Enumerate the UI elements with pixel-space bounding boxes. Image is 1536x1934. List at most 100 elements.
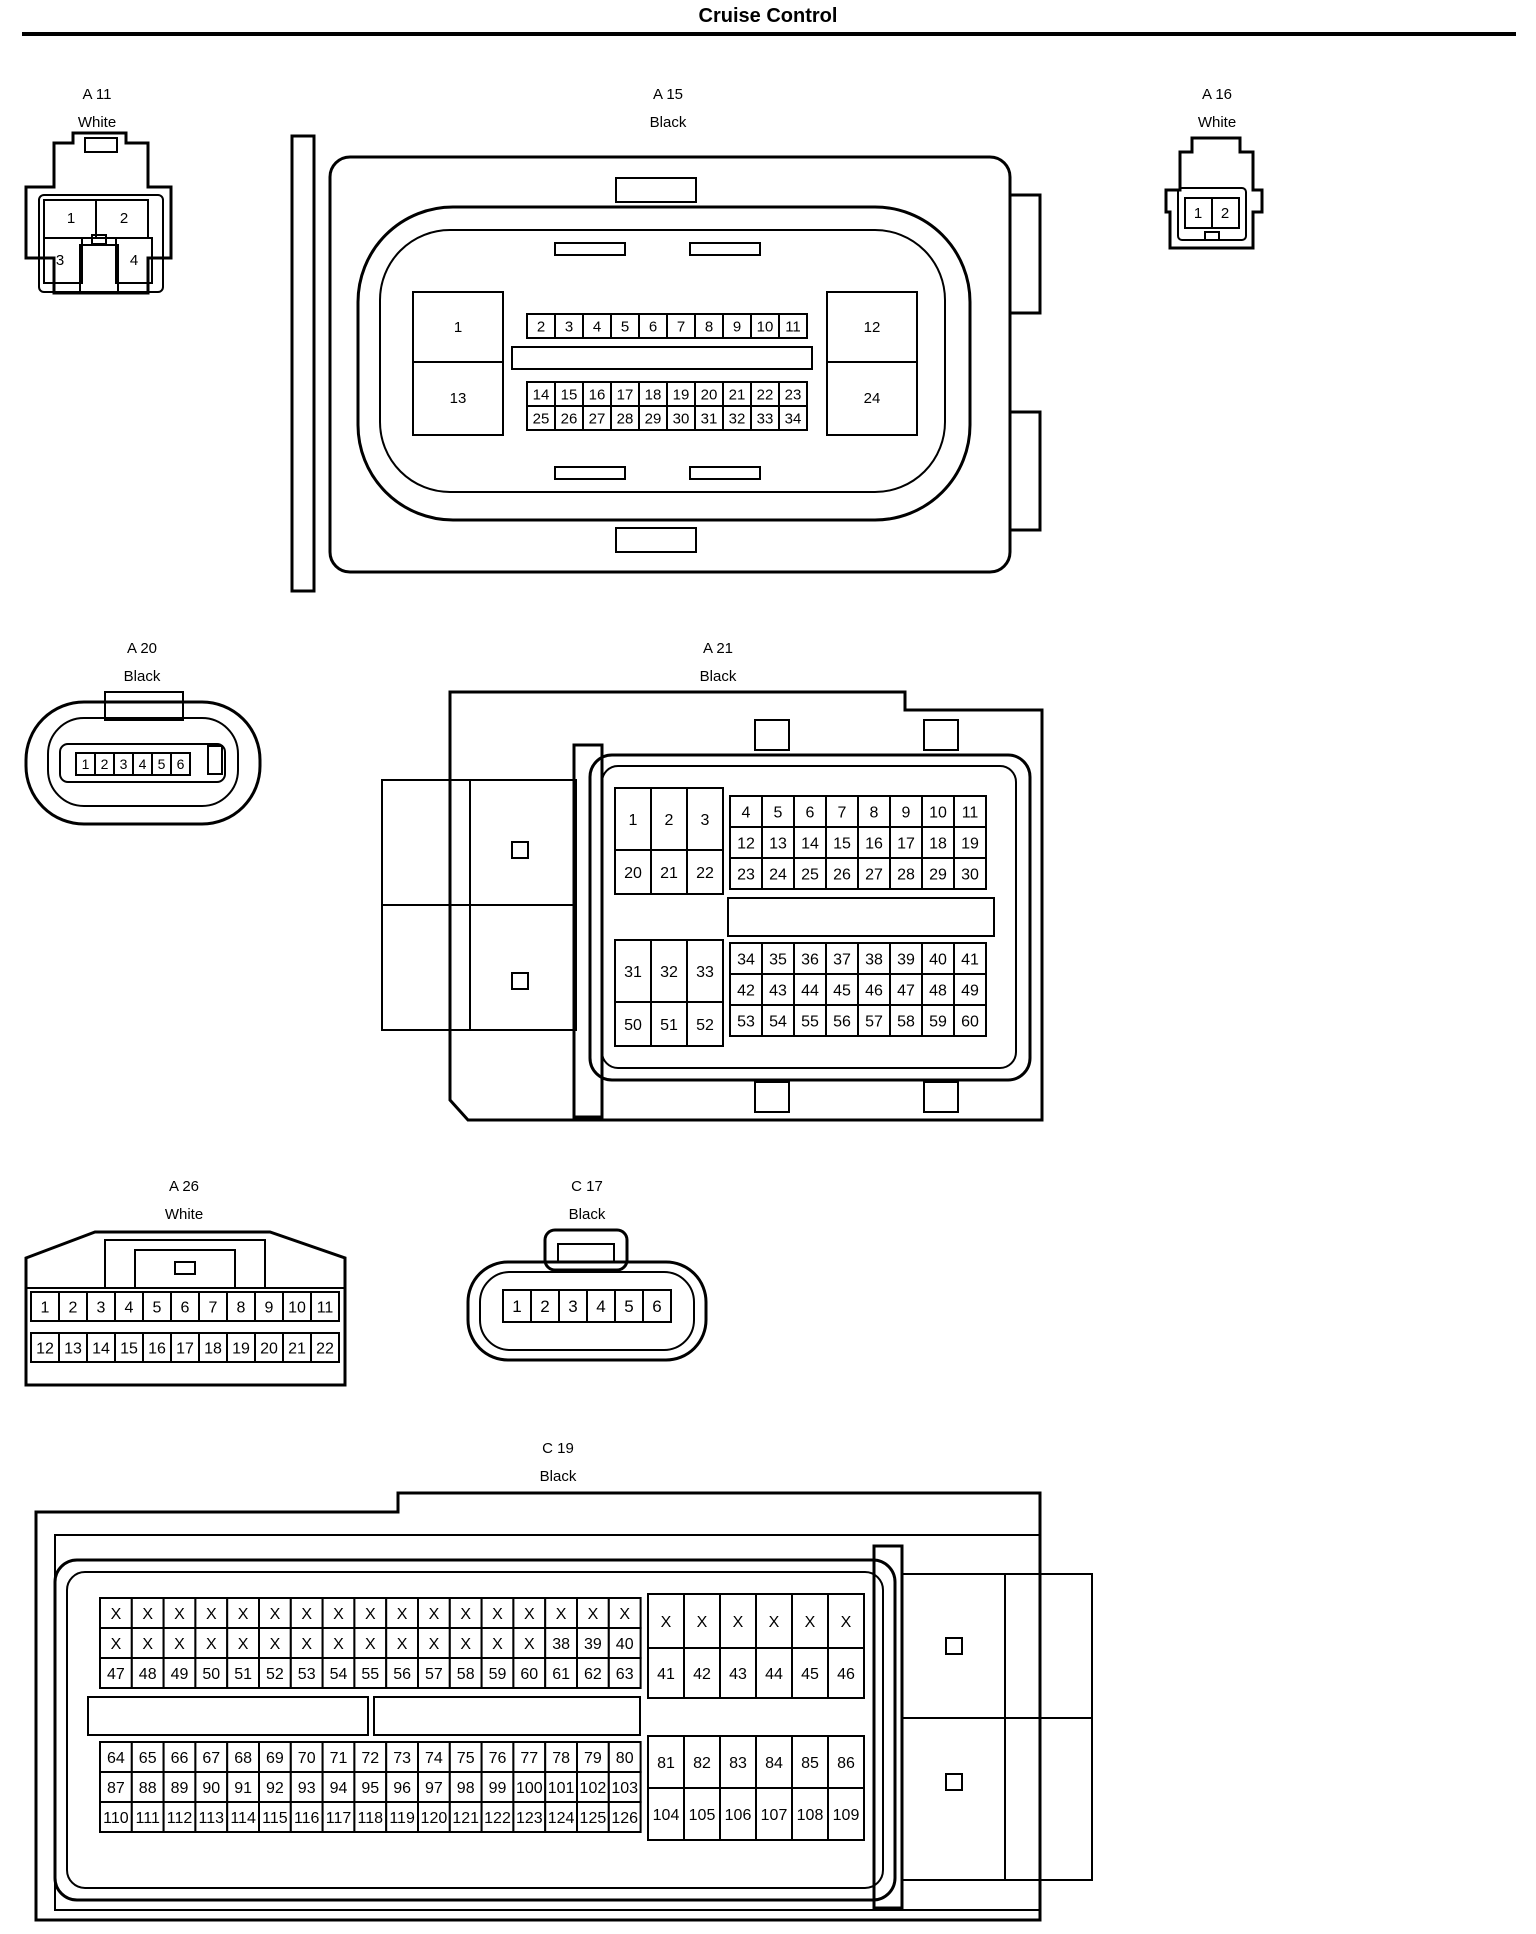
pin-label: 68: [234, 1750, 252, 1767]
pin-label: 50: [202, 1666, 220, 1683]
pin-cell: [791, 1647, 829, 1699]
pin-cell: [142, 1332, 172, 1363]
pin-cell: [647, 1593, 685, 1649]
pin-label: 14: [801, 835, 819, 852]
pin-label: X: [365, 1606, 376, 1623]
pin-label: X: [301, 1606, 312, 1623]
pin-label: X: [270, 1606, 281, 1623]
pin-label: 14: [533, 386, 550, 403]
pin-label: 53: [737, 1013, 755, 1030]
pin-label: 29: [929, 866, 947, 883]
pin-cell: [650, 1001, 688, 1047]
pin-label: 5: [158, 756, 166, 772]
pin-cell: [607, 1627, 642, 1659]
pin-label: 89: [171, 1780, 189, 1797]
pin-cell: [170, 1291, 200, 1322]
pin-label: 56: [833, 1013, 851, 1030]
pin-label: 6: [177, 756, 185, 772]
pin-label: 28: [617, 410, 634, 427]
pin-label: 103: [611, 1780, 638, 1797]
pin-label: X: [238, 1636, 249, 1653]
pin-label: 79: [584, 1750, 602, 1767]
pin-cell: [576, 1657, 610, 1689]
pin-label: 55: [361, 1666, 379, 1683]
pin-label: 86: [837, 1755, 855, 1772]
pin-label: 2: [665, 812, 674, 829]
pin-cell: [614, 787, 652, 851]
pin-label: 43: [729, 1666, 747, 1683]
pin-label: 69: [266, 1750, 284, 1767]
pin-label: 3: [568, 1297, 577, 1316]
pin-label: 8: [237, 1299, 246, 1316]
pin-label: 9: [265, 1299, 274, 1316]
pin-label: 6: [806, 804, 815, 821]
connector-color: Black: [568, 1206, 606, 1223]
pin-cell: [889, 857, 923, 890]
pin-cell: [791, 1787, 829, 1841]
pin-label: 3: [120, 756, 128, 772]
pin-label: 2: [119, 210, 129, 227]
pin-cell: [448, 1597, 483, 1629]
pin-label: 105: [689, 1807, 716, 1824]
pin-label: 55: [801, 1013, 819, 1030]
pin-cell: [650, 849, 688, 895]
pin-cell: [827, 1593, 865, 1649]
pin-cell: [480, 1801, 515, 1833]
pin-cell: [321, 1801, 356, 1833]
pin-label: X: [697, 1614, 708, 1631]
pin-cell: [310, 1291, 340, 1322]
pin-label: 109: [833, 1807, 860, 1824]
pin-label: 30: [961, 866, 979, 883]
pin-label: 122: [484, 1810, 511, 1827]
pin-label: X: [460, 1606, 471, 1623]
pin-cell: [58, 1332, 88, 1363]
pin-label: 54: [769, 1013, 787, 1030]
pin-label: 123: [516, 1810, 543, 1827]
pin-label: X: [142, 1636, 153, 1653]
pin-cell: [729, 857, 763, 890]
pin-cell: [827, 1647, 865, 1699]
pin-label: 83: [729, 1755, 747, 1772]
pin-label: 33: [757, 410, 774, 427]
pin-label: X: [238, 1606, 249, 1623]
pin-cell: [417, 1627, 451, 1659]
pin-label: 28: [897, 866, 915, 883]
pin-cell: [889, 795, 923, 828]
title-rule: [22, 32, 1516, 36]
pin-cell: [793, 795, 827, 828]
pin-cell: [526, 313, 556, 339]
pin-label: X: [524, 1606, 535, 1623]
pin-cell: [953, 1004, 987, 1037]
pin-label: 7: [677, 318, 685, 335]
pin-cell: [162, 1597, 197, 1629]
pin-label: 58: [897, 1013, 915, 1030]
pin-label: 12: [737, 835, 755, 852]
pin-label: 24: [769, 866, 787, 883]
pin-cell: [576, 1801, 610, 1833]
pin-label: X: [206, 1636, 217, 1653]
pin-label: 65: [139, 1750, 157, 1767]
pin-label: 82: [693, 1755, 711, 1772]
pin-label: X: [841, 1614, 852, 1631]
pin-cell: [170, 1332, 200, 1363]
pin-cell: [530, 1289, 560, 1323]
pin-cell: [778, 313, 808, 339]
pin-label: X: [769, 1614, 780, 1631]
pin-cell: [480, 1657, 515, 1689]
pin-label: 26: [833, 866, 851, 883]
pin-label: 21: [729, 386, 746, 403]
pin-cell: [544, 1771, 579, 1803]
pin-label: 104: [653, 1807, 680, 1824]
pin-label: 9: [902, 804, 911, 821]
pin-cell: [719, 1593, 757, 1649]
pin-label: 18: [204, 1340, 222, 1357]
pin-label: X: [270, 1636, 281, 1653]
pin-label: 20: [624, 865, 642, 882]
pin-label: 9: [733, 318, 741, 335]
pin-label: 61: [552, 1666, 570, 1683]
pin-cell: [289, 1801, 324, 1833]
pin-label: X: [397, 1636, 408, 1653]
pin-cell: [226, 1291, 256, 1322]
pin-label: 5: [774, 804, 783, 821]
pin-label: 114: [230, 1810, 256, 1827]
